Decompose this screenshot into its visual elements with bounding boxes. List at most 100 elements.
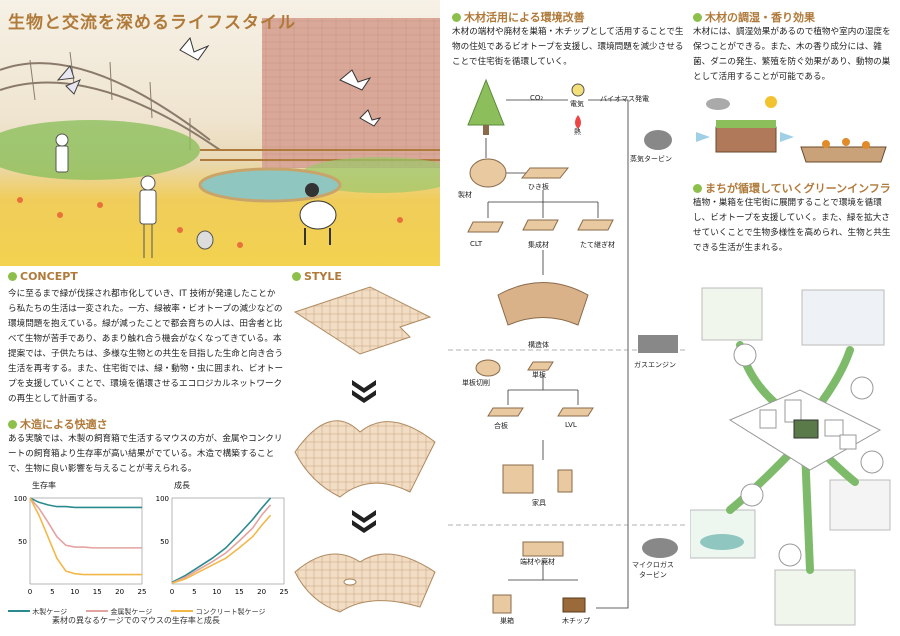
series-line (171, 514, 272, 584)
green-infra-diagram (690, 287, 891, 626)
veneer-label: 単板 (532, 371, 546, 379)
sun-icon (765, 96, 777, 108)
x-tick-label: 25 (280, 588, 288, 596)
electricity-label: 電気 (570, 100, 584, 108)
log-icon (469, 158, 507, 188)
x-tick-label: 15 (235, 588, 244, 596)
butterfly-figure (56, 65, 81, 95)
finger-joint-icon (577, 219, 614, 231)
grass-icon (778, 543, 802, 567)
squirrel-figure (196, 230, 214, 250)
hero-illustration (0, 0, 440, 266)
wood-comfort-body: ある実験では、木製の飼育箱で生活するマウスの方が、金属やコンクリートの飼育箱より… (8, 434, 283, 474)
legend-metal: 金属製ケージ (86, 608, 152, 616)
chair-icon (557, 469, 573, 493)
lvl-label: LVL (565, 421, 577, 429)
series-line (29, 497, 142, 576)
chart-title: 成長 (174, 480, 190, 490)
glulam-icon (522, 219, 559, 231)
glulam-label: 集成材 (528, 241, 549, 249)
perforated-grid-surface (294, 553, 436, 613)
clt-label: CLT (470, 240, 483, 248)
humidity-diagram (696, 96, 887, 163)
lumber-label: ひき板 (528, 183, 549, 191)
child-figure (139, 175, 157, 258)
wood-chip-label: 木チップ (562, 617, 590, 625)
y-tick-label: 50 (18, 538, 27, 546)
chart-caption: 素材の異なるケージでのマウスの生存率と成長 (52, 616, 220, 625)
street-vignette (701, 287, 763, 341)
flat-grid-surface (293, 286, 432, 355)
wood-use-body: 木材の端材や廃材を巣箱・木チップとして活用することで生物の住処であるビオトープを… (452, 27, 684, 67)
x-tick-label: 0 (28, 588, 32, 596)
style-diagrams (293, 286, 436, 613)
bullet-icon (693, 184, 702, 193)
bullet-icon (452, 13, 461, 22)
biomass-label: バイオマス発電 (600, 95, 649, 103)
wood-flow-diagram (448, 78, 688, 614)
series-line (171, 504, 272, 584)
x-tick-label: 10 (70, 588, 79, 596)
gas-engine-icon (638, 335, 678, 353)
y-tick-label: 100 (14, 495, 27, 503)
chart-frame (171, 497, 285, 585)
x-tick-label: 25 (138, 588, 147, 596)
structure-icon (497, 282, 589, 326)
bird-figure (179, 36, 382, 127)
hero-scene (0, 18, 440, 258)
lumber-icon (520, 167, 570, 179)
house-icon (860, 450, 884, 474)
nest-icon (800, 146, 887, 163)
structure-label: 構造体 (528, 341, 549, 349)
series-line (171, 497, 272, 583)
bullet-icon (8, 272, 17, 281)
x-tick-label: 15 (93, 588, 102, 596)
tree-icon (467, 78, 505, 135)
section-divider (448, 349, 688, 526)
x-tick-label: 10 (212, 588, 221, 596)
ladder-icon (733, 343, 757, 367)
micro-gas-turbine-label: マイクロガス タービン (632, 561, 674, 579)
nest-box-label: 巣箱 (500, 617, 514, 625)
goat-figure (299, 183, 337, 245)
bullet-icon (292, 272, 301, 281)
flame-icon (575, 115, 581, 129)
bullet-icon (693, 13, 702, 22)
pond (198, 167, 342, 203)
x-tick-label: 0 (170, 588, 174, 596)
furniture-label: 家具 (532, 499, 546, 507)
y-tick-label: 50 (160, 538, 169, 546)
micro-gas-turbine-icon (642, 538, 678, 558)
house-vignette (829, 479, 891, 531)
chart-legend: 木製ケージ 金属製ケージ コンクリート製ケージ (8, 599, 288, 618)
x-tick-label: 5 (192, 588, 196, 596)
offcuts-icon (522, 541, 564, 557)
x-tick-label: 20 (257, 588, 266, 596)
lightbulb-icon (571, 83, 585, 97)
plant-icon (850, 376, 874, 400)
steam-turbine-label: 蒸気タービン (630, 155, 672, 163)
page-title: 生物と交流を深めるライフスタイル (8, 13, 296, 33)
offcuts-label: 端材や廃材 (520, 558, 555, 566)
nest-box-icon (740, 483, 764, 507)
planter-icon (715, 126, 777, 153)
bullet-icon (8, 420, 17, 429)
peeling-icon (475, 359, 501, 377)
plywood-icon (487, 407, 524, 417)
humidity-heading: 木材の調湿・香り効果 (693, 9, 815, 25)
log-label: 製材 (458, 191, 472, 199)
shelf-icon (502, 464, 534, 494)
rain-cloud-icon (706, 98, 730, 110)
park-block (793, 419, 819, 439)
pond-vignette (690, 509, 756, 559)
chart-title: 生存率 (32, 480, 56, 490)
down-arrow-icon (352, 380, 376, 403)
concept-heading: CONCEPT (8, 270, 78, 283)
humidity-body: 木材には、調湿効果があるので植物や室内の湿度を保つことができる。また、木の香り成… (693, 27, 891, 82)
clt-icon (467, 221, 504, 233)
concept-body: 今に至るまで緑が伐採され都市化していき、IT 技術が発達したことから私たちの生活… (8, 289, 284, 404)
